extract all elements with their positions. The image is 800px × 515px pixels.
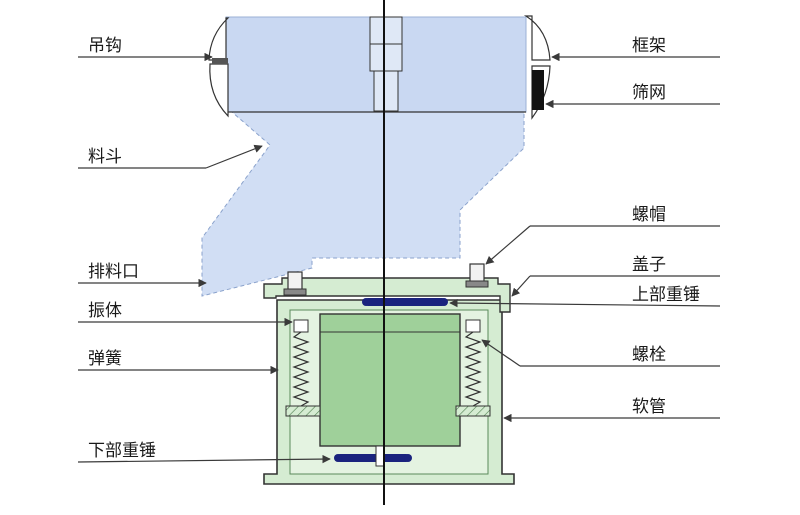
cover bbox=[263, 277, 511, 313]
label-cover: 盖子 bbox=[632, 255, 666, 275]
label-hose: 软管 bbox=[632, 397, 666, 417]
frame-bracket bbox=[523, 15, 551, 61]
label-frame: 框架 bbox=[632, 36, 666, 56]
label-bolt: 螺栓 bbox=[632, 345, 666, 365]
label-nut: 螺帽 bbox=[632, 205, 666, 225]
label-upper-weight: 上部重锤 bbox=[632, 285, 700, 305]
spring-right bbox=[464, 331, 482, 407]
label-vibrator-body: 振体 bbox=[88, 301, 122, 321]
label-screen-mesh: 筛网 bbox=[632, 83, 666, 103]
upper-weight bbox=[364, 298, 446, 306]
nut-left bbox=[287, 271, 303, 291]
hook-bracket bbox=[208, 17, 230, 61]
motor-block bbox=[319, 313, 461, 447]
label-hook: 吊钩 bbox=[88, 36, 122, 56]
nut-right bbox=[469, 263, 485, 283]
label-lower-weight: 下部重锤 bbox=[88, 441, 156, 461]
spring-left bbox=[292, 331, 310, 407]
screen-mesh-block bbox=[532, 70, 544, 110]
hopper-funnel bbox=[201, 111, 525, 297]
label-discharge: 排料口 bbox=[88, 262, 139, 282]
label-hopper: 料斗 bbox=[88, 147, 122, 167]
lower-weight bbox=[336, 454, 410, 462]
label-spring: 弹簧 bbox=[88, 349, 122, 369]
